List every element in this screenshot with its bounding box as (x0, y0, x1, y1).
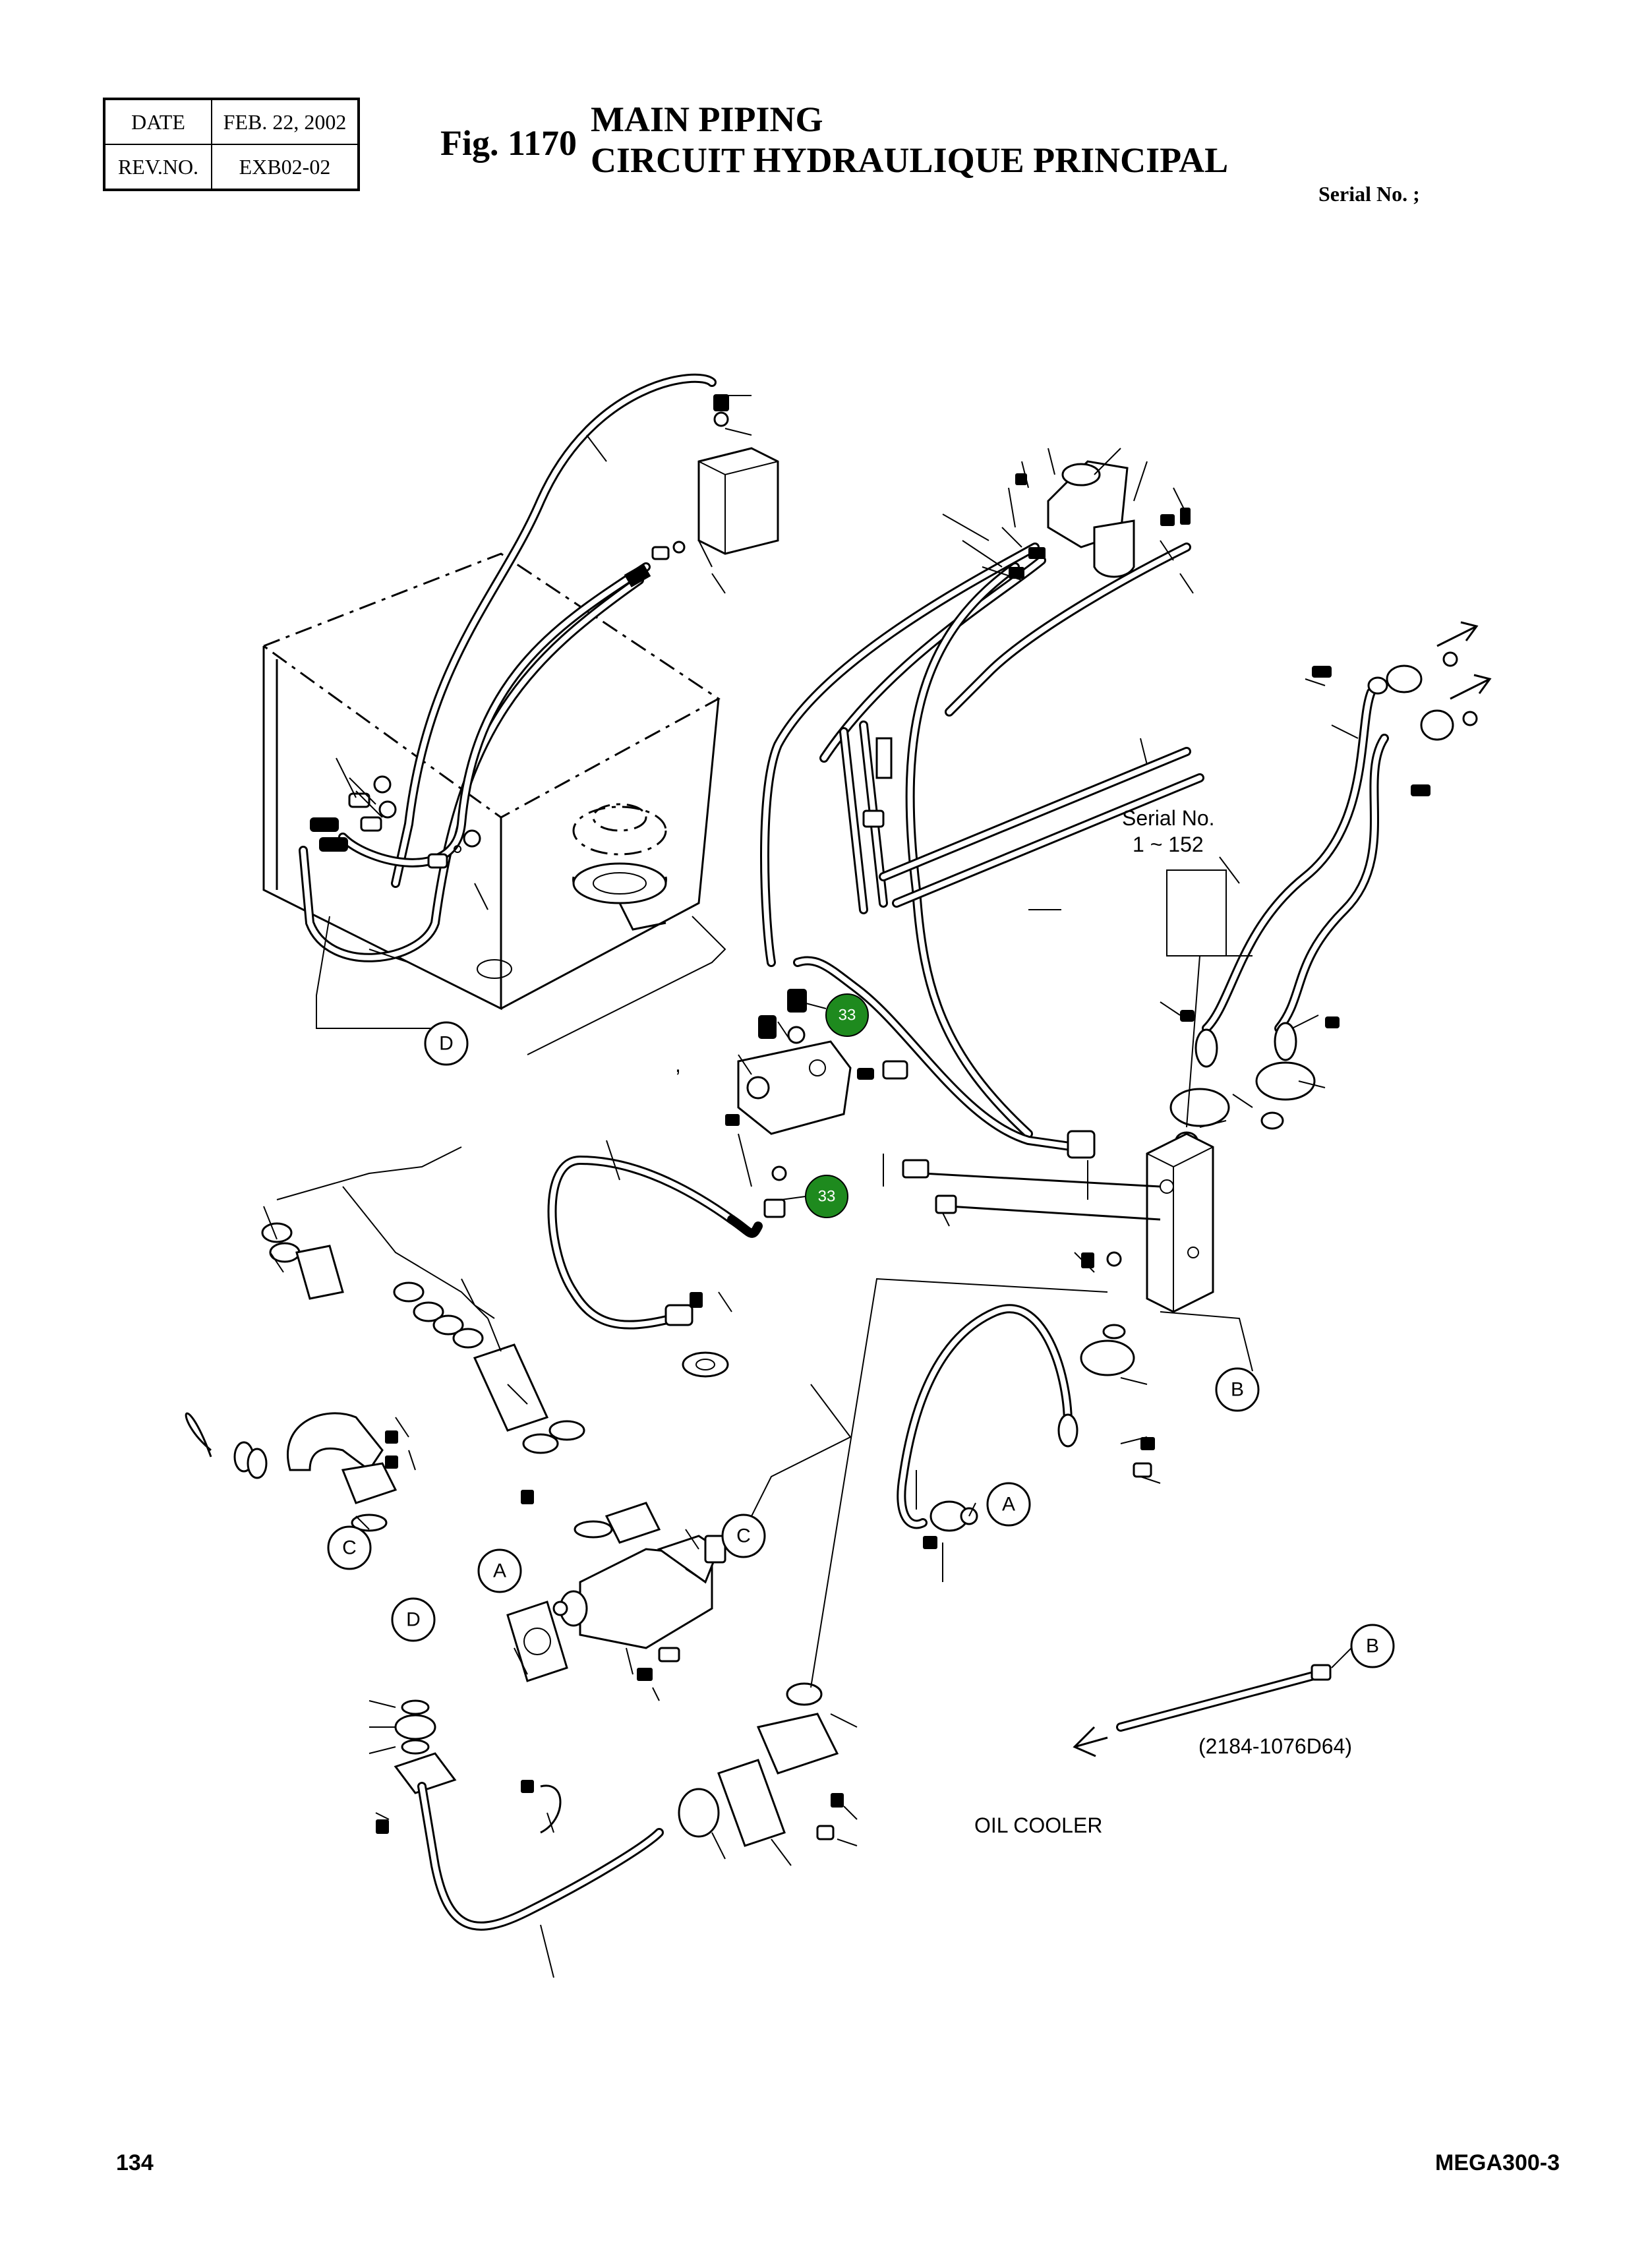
stray-mark: , (675, 1053, 681, 1076)
date-label: DATE (103, 98, 212, 145)
callout-a-pump-label: A (493, 1560, 506, 1582)
parallel-pipes (839, 721, 1204, 914)
callout-a-right: A (986, 1482, 1031, 1527)
callout-a-pump: A (477, 1548, 522, 1593)
serial-range-values: 1 ~ 152 (1133, 833, 1204, 856)
rev-label: REV.NO. (103, 144, 212, 191)
main-pump (506, 1490, 726, 1682)
hose-clamps (185, 1222, 585, 1532)
leader-lines (263, 395, 1359, 1978)
figure-number: Fig. 1170 (440, 123, 577, 163)
callout-b-right: B (1215, 1367, 1260, 1412)
suction-loop-hose (547, 1155, 763, 1378)
date-row: DATE FEB. 22, 2002 (103, 98, 359, 145)
serial-range-label: Serial No. (1122, 806, 1215, 830)
callout-a-right-label: A (1002, 1494, 1015, 1515)
title-english: MAIN PIPING (591, 100, 823, 139)
revision-table: DATE FEB. 22, 2002 REV.NO. EXB02-02 (103, 98, 360, 191)
suction-pipe (376, 1682, 844, 1931)
callout-b-right-label: B (1231, 1379, 1244, 1401)
badge-text: 33 (818, 1188, 836, 1206)
center-manifold (725, 956, 1096, 1218)
callout-c-left-label: C (342, 1537, 357, 1559)
hydraulic-tank (261, 552, 721, 1011)
model-name: MEGA300-3 (1435, 2150, 1560, 2175)
oil-cooler-label: OIL COOLER (974, 1813, 1102, 1837)
oil-cooler-hoses (897, 621, 1492, 1757)
badge-circle (825, 993, 869, 1037)
callout-c-pump-label: C (736, 1525, 751, 1547)
page-number: 134 (116, 2150, 154, 2175)
callout-b-cooler-label: B (1366, 1635, 1379, 1657)
tank-hoses (299, 373, 717, 962)
swivel-block (760, 460, 1191, 1138)
callout-c-pump: C (721, 1514, 766, 1558)
rev-row: REV.NO. EXB02-02 (103, 144, 359, 191)
callout-b-cooler: B (1331, 1624, 1395, 1668)
callout-d-top: D (424, 1021, 469, 1066)
ref-badge-33-lower: 33 (781, 1175, 848, 1218)
ref-badge-33-upper: 33 (800, 993, 869, 1037)
control-valve-block (902, 1132, 1214, 1313)
return-filter-block (697, 394, 779, 555)
serial-number-label: Serial No. ; (1318, 182, 1420, 206)
callout-d-top-label: D (439, 1033, 454, 1055)
callout-d-bottom: D (391, 1597, 436, 1642)
rev-value: EXB02-02 (211, 144, 359, 191)
date-value: FEB. 22, 2002 (211, 98, 359, 145)
part-code-label: (2184-1076D64) (1198, 1734, 1352, 1758)
title-french: CIRCUIT HYDRAULIQUE PRINCIPAL (591, 140, 1229, 180)
tank-fittings (310, 775, 481, 869)
right-hoses (1166, 651, 1478, 1150)
callout-c-left: C (327, 1525, 372, 1570)
badge-text: 33 (839, 1007, 856, 1024)
callout-d-bottom-label: D (406, 1609, 421, 1631)
